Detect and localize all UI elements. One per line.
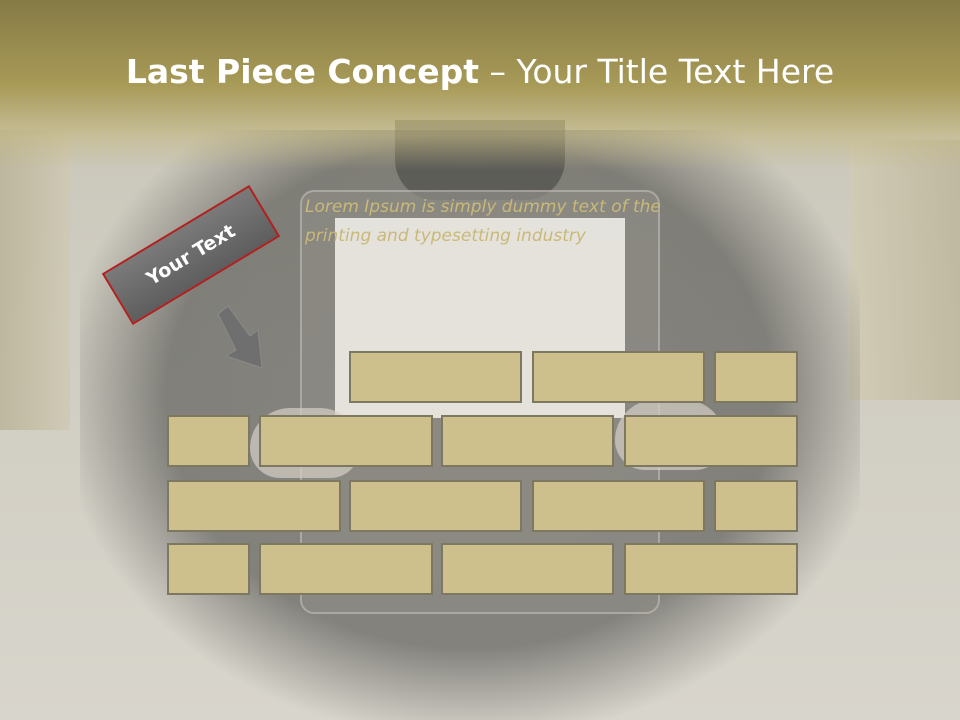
brick-r2-2	[259, 415, 433, 467]
brick-r1-2	[532, 351, 705, 403]
slide-title: Last Piece Concept – Your Title Text Her…	[0, 52, 960, 91]
brick-r4-1	[167, 543, 250, 595]
brick-r3-4	[714, 480, 798, 532]
brick-r3-3	[532, 480, 705, 532]
body-text: Lorem Ipsum is simply dummy text of the …	[305, 197, 661, 246]
brick-r1-3	[714, 351, 798, 403]
brick-r4-2	[259, 543, 433, 595]
title-rest: – Your Title Text Here	[479, 52, 835, 91]
arrow-down-right-icon	[217, 305, 263, 369]
brick-r4-4	[624, 543, 798, 595]
background-wall-left	[0, 130, 70, 430]
brick-r2-1	[167, 415, 250, 467]
title-bold: Last Piece Concept	[125, 52, 480, 91]
title-band	[0, 0, 960, 170]
brick-r3-2	[349, 480, 522, 532]
brick-r1-1	[349, 351, 522, 403]
brick-r2-3	[441, 415, 614, 467]
brick-r2-4	[624, 415, 798, 467]
brick-r3-1	[167, 480, 341, 532]
background-wall-right	[850, 140, 960, 400]
brick-r4-3	[441, 543, 614, 595]
